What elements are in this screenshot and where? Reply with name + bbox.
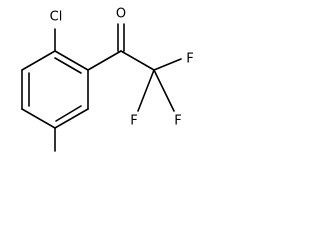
fluorine-atom-label-upper: F bbox=[186, 52, 193, 67]
bond-cf3-to-f-lower-right bbox=[153, 69, 175, 112]
ring-bond-c5-c6 bbox=[54, 108, 89, 129]
bond-cf3-to-f-upper bbox=[153, 58, 182, 71]
oxygen-atom-label: O bbox=[116, 7, 126, 22]
benzene-ring bbox=[21, 50, 89, 129]
fluorine-atom-label-lower-right: F bbox=[174, 114, 181, 129]
fluorine-atom-label-lower-left: F bbox=[130, 114, 137, 129]
bond-cf3-to-f-lower-left bbox=[137, 69, 155, 112]
ring-double-bond-inner-bottom bbox=[55, 105, 82, 122]
chemical-structure: Cl O F F F bbox=[21, 7, 194, 152]
ring-bond-c1-c2 bbox=[54, 50, 89, 71]
ring-bond-c4-c5 bbox=[21, 108, 56, 129]
ring-bond-c2-c3 bbox=[21, 50, 56, 71]
ring-double-bond-inner-top bbox=[54, 57, 82, 74]
bond-ring-to-carbonyl-carbon bbox=[87, 50, 122, 71]
chlorine-atom-label: Cl bbox=[50, 10, 63, 25]
bond-carbonyl-to-cf3-carbon bbox=[120, 50, 155, 71]
